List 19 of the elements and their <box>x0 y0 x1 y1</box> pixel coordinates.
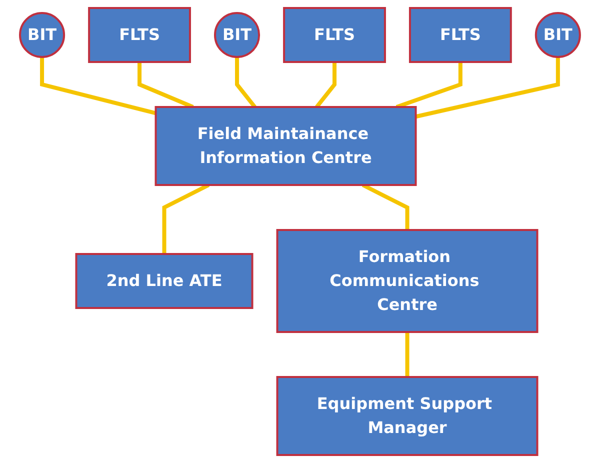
node-box: 2nd Line ATE <box>75 253 254 309</box>
node-circle: BIT <box>534 12 581 58</box>
node-box: Equipment Support Manager <box>276 376 538 456</box>
connector <box>396 62 462 109</box>
connector <box>315 62 337 108</box>
node-box: FLTS <box>283 7 386 63</box>
node-circle: BIT <box>19 12 66 58</box>
connector <box>362 183 410 230</box>
connector <box>405 332 410 377</box>
connector <box>138 62 194 109</box>
connector <box>162 183 210 254</box>
node-box: FLTS <box>408 7 512 63</box>
node-circle: BIT <box>214 12 260 58</box>
node-box: Formation Communications Centre <box>276 229 538 333</box>
connector <box>40 57 156 116</box>
node-box: Field Maintainance Information Centre <box>154 106 417 186</box>
connector <box>415 57 560 119</box>
connector <box>235 57 256 108</box>
node-box: FLTS <box>88 7 191 63</box>
